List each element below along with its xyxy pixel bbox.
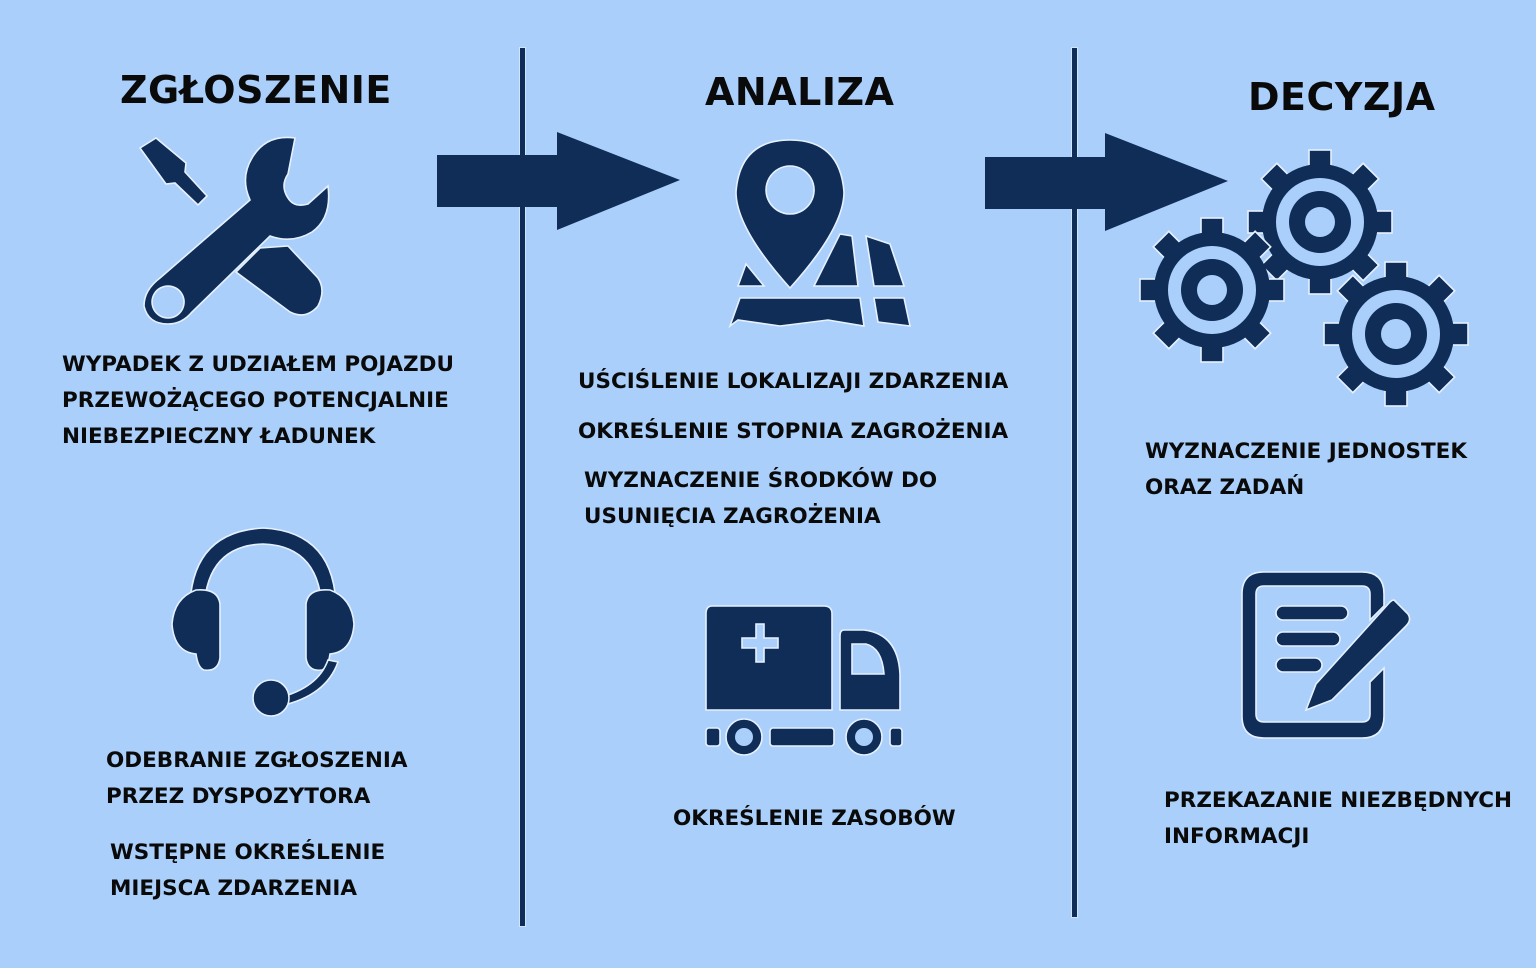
wrench-screwdriver-icon <box>130 128 340 328</box>
divider-2 <box>1072 48 1077 917</box>
stage-heading-decyzja: DECYZJA <box>1248 75 1436 119</box>
divider-1 <box>520 48 525 926</box>
ambulance-truck-icon <box>704 604 904 756</box>
stage-2-text-4: OKREŚLENIE ZASOBÓW <box>673 806 956 831</box>
stage-heading-zgloszenie: ZGŁOSZENIE <box>120 68 392 112</box>
stage-heading-analiza: ANALIZA <box>705 70 895 114</box>
stage-2-text-2: OKREŚLENIE STOPNIA ZAGROŻENIA <box>578 419 1009 444</box>
arrow-right-icon <box>985 133 1230 233</box>
stage-1-text-1: WYPADEK Z UDZIAŁEM POJAZDU PRZEWOŻĄCEGO … <box>62 352 454 449</box>
stage-2-text-3: WYZNACZENIE ŚRODKÓW DO USUNIĘCIA ZAGROŻE… <box>584 468 938 529</box>
stage-1-text-3: WSTĘPNE OKREŚLENIE MIEJSCA ZDARZENIA <box>110 840 386 901</box>
gears-icon <box>1139 146 1475 410</box>
map-pin-icon <box>728 136 913 329</box>
headset-icon <box>168 520 358 720</box>
arrow-right-icon <box>437 132 682 232</box>
stage-2-text-1: UŚCIŚLENIE LOKALIZAJI ZDARZENIA <box>578 369 1009 394</box>
document-edit-icon <box>1241 570 1417 740</box>
stage-3-text-2: PRZEKAZANIE NIEZBĘDNYCH INFORMACJI <box>1164 788 1513 849</box>
stage-1-text-2: ODEBRANIE ZGŁOSZENIA PRZEZ DYSPOZYTORA <box>106 748 408 809</box>
stage-3-text-1: WYZNACZENIE JEDNOSTEK ORAZ ZADAŃ <box>1145 439 1468 500</box>
